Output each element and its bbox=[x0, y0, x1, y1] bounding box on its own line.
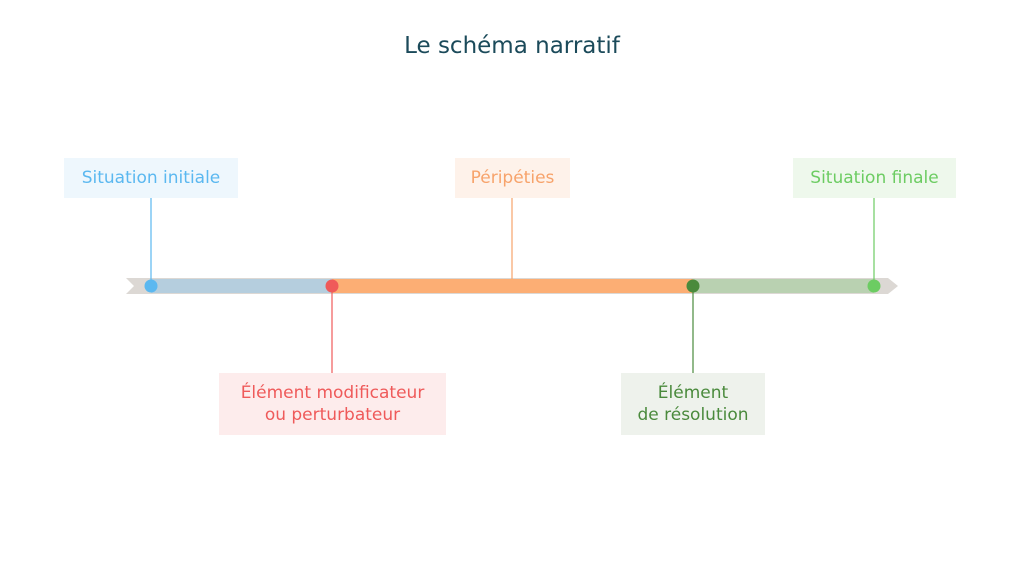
label-situation-initiale-text: Situation initiale bbox=[81, 168, 221, 188]
dot-situation-finale bbox=[867, 279, 881, 293]
label-situation-finale-text: Situation finale bbox=[810, 168, 939, 188]
segment-peripeties bbox=[332, 279, 693, 293]
segment-situation-initiale bbox=[151, 279, 332, 293]
dot-element-resolution bbox=[686, 279, 700, 293]
label-element-modificateur: Élément modificateur ou perturbateur bbox=[219, 373, 446, 435]
label-element-resolution: Élément de résolution bbox=[621, 373, 765, 435]
dot-situation-initiale bbox=[144, 279, 158, 293]
segment-resolution bbox=[693, 279, 874, 293]
label-peripeties-text: Péripéties bbox=[470, 168, 555, 188]
label-peripeties: Péripéties bbox=[455, 158, 570, 198]
label-situation-initiale: Situation initiale bbox=[64, 158, 238, 198]
label-situation-finale: Situation finale bbox=[793, 158, 956, 198]
dot-element-modificateur bbox=[325, 279, 339, 293]
label-element-modificateur-text: Élément modificateur ou perturbateur bbox=[240, 383, 425, 425]
page-title: Le schéma narratif bbox=[404, 33, 620, 59]
label-element-resolution-text: Élément de résolution bbox=[637, 383, 749, 425]
